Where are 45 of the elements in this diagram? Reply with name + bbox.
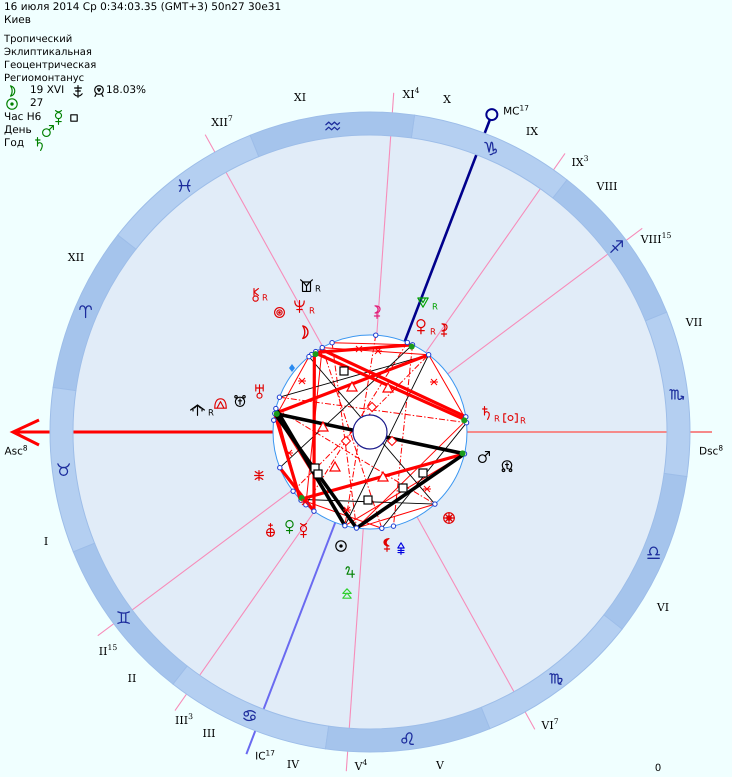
planetary-hour-text: Час Н6	[4, 112, 42, 124]
angle-label: Asc$^{8}$	[4, 446, 28, 458]
house-number: VI	[656, 602, 670, 614]
corner-number: 0	[654, 764, 662, 774]
house-number: XI	[294, 92, 306, 104]
angle-label: IC$^{17}$	[255, 752, 275, 762]
house-number: II	[128, 673, 136, 685]
house-system-text: Региомонтанус	[4, 74, 84, 84]
retrograde-mark: R	[315, 286, 321, 294]
house-number: X	[443, 94, 451, 106]
retrograde-mark: R	[432, 304, 438, 312]
house-number: VII	[686, 317, 702, 329]
house-number: XII	[68, 252, 84, 264]
house-number: I	[44, 536, 48, 548]
cusp-label: III$^{3}$	[175, 715, 193, 727]
coordinate-type-text: Эклиптикальная	[4, 48, 92, 58]
day-ruler-text: День	[4, 125, 32, 136]
cusp-label: II$^{15}$	[98, 646, 118, 658]
retrograde-mark: R	[430, 328, 436, 338]
house-number: V	[436, 760, 444, 772]
cusp-label: VI$^{7}$	[541, 720, 559, 732]
house-number: III	[202, 728, 216, 740]
retrograde-mark: R	[208, 410, 214, 418]
zodiac-type-text: Тропический	[4, 35, 72, 46]
house-number: IV	[286, 759, 300, 771]
angle-label: MC$^{17}$	[503, 106, 529, 118]
center-type-text: Геоцентрическая	[4, 61, 96, 72]
retrograde-mark: R	[494, 416, 500, 424]
year-ruler-text: Год	[4, 138, 24, 150]
retrograde-mark: R	[309, 308, 315, 316]
house-number: VIII	[596, 181, 618, 193]
lunar-day-text: 19 XVI	[30, 85, 64, 96]
cusp-label: XI$^{4}$	[402, 89, 420, 101]
cusp-label: IX$^{3}$	[571, 157, 589, 169]
city-text: Киев	[4, 15, 31, 26]
retrograde-mark: R	[262, 294, 268, 304]
angle-label: Dsc$^{8}$	[698, 446, 724, 458]
percentage-text: 18.03%	[106, 85, 146, 96]
cusp-label: XII$^{7}$	[211, 117, 233, 129]
retrograde-mark: R	[520, 418, 526, 426]
date-time-text: 16 июля 2014 Ср 0:34:03.35 (GMT+3) 50n27 30e31	[4, 2, 282, 14]
cusp-label: VIII$^{15}$	[640, 234, 672, 246]
cusp-label: V$^{4}$	[354, 761, 368, 773]
degree-text: 27	[30, 98, 44, 110]
house-number: IX	[526, 126, 538, 138]
